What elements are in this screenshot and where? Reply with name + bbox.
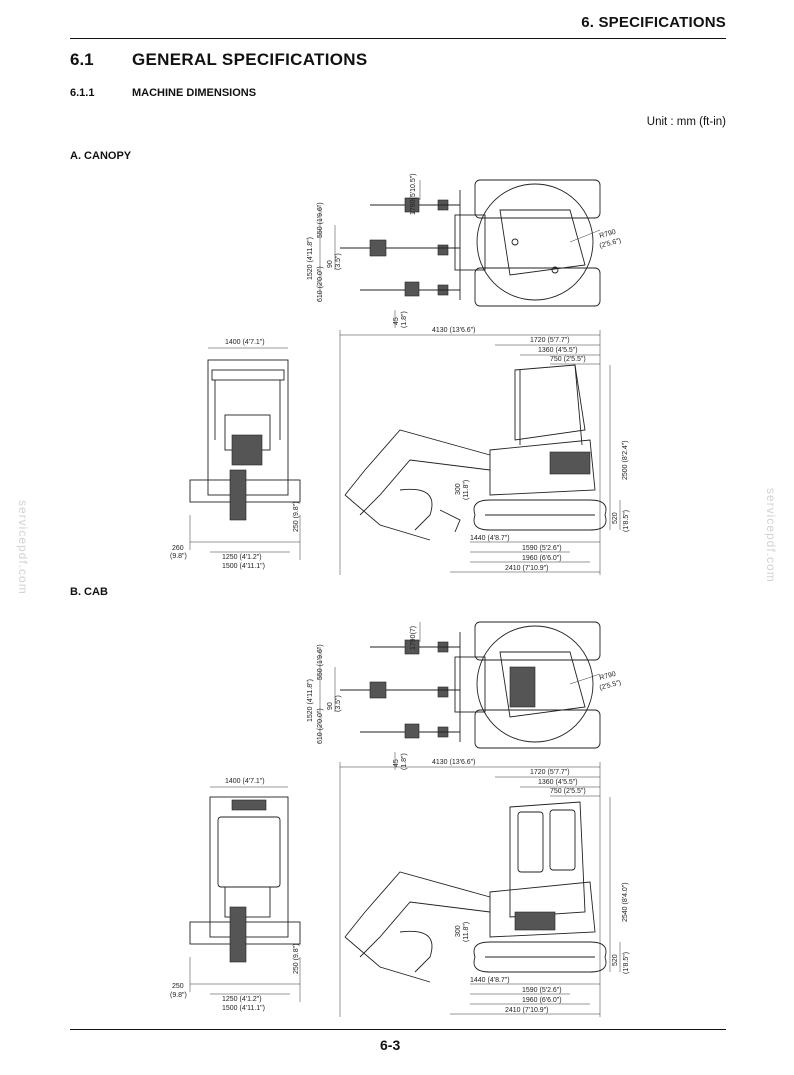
cab-dim-1-8: (1.8") xyxy=(401,753,408,770)
section-title: GENERAL SPECIFICATIONS xyxy=(132,50,368,69)
footer-rule xyxy=(70,1029,726,1030)
canopy-label: A. CANOPY xyxy=(70,150,132,162)
cab-drawing: 1790(7) 550 (1'9.6") 1520 (4'11.8") 610 … xyxy=(170,621,630,1017)
cab-side-view xyxy=(339,762,621,1017)
section-number: 6.1 xyxy=(70,50,94,69)
cab-dim-1960: 1960 (6'6.0") xyxy=(522,997,562,1004)
canopy-dim-610: 610 (2'0.0") xyxy=(317,266,324,302)
watermark-right: servicepdf.com xyxy=(764,488,778,583)
canopy-side-view xyxy=(339,330,621,575)
canopy-dim-90: 90 xyxy=(327,260,334,268)
canopy-dim-11-8: (11.8") xyxy=(463,480,470,500)
cab-dim-11-8: (11.8") xyxy=(463,922,470,942)
cab-dim-1-8-5: (1'8.5") xyxy=(623,952,630,974)
cab-dim-r790: R790 xyxy=(599,671,617,682)
cab-front-view xyxy=(189,786,301,1002)
cab-dim-1360: 1360 (4'5.5") xyxy=(538,779,578,786)
cab-dim-2410: 2410 (7'10.9") xyxy=(505,1007,549,1014)
cab-dim-90: 90 xyxy=(327,702,334,710)
cab-dim-550: 550 (1'9.6") xyxy=(317,644,324,680)
cab-dim-250b: 250 xyxy=(172,983,184,990)
canopy-dim-1-8-5: (1'8.5") xyxy=(623,510,630,532)
cab-dim-1720: 1720 (5'7.7") xyxy=(530,769,570,776)
cab-dim-1790: 1790(7) xyxy=(410,626,417,650)
canopy-dim-1790: 1790(5'10.5") xyxy=(410,173,417,215)
canopy-dim-1-8: (1.8") xyxy=(401,311,408,328)
cab-dim-520: 520 xyxy=(612,954,619,966)
cab-dim-1400: 1400 (4'7.1") xyxy=(225,778,265,785)
subsection-number: 6.1.1 xyxy=(70,87,95,99)
canopy-dim-260: 260 xyxy=(172,545,184,552)
cab-dim-4130: 4130 (13'6.6") xyxy=(432,759,476,766)
canopy-dim-1250: 1250 (4'1.2") xyxy=(222,554,262,561)
canopy-dim-1400: 1400 (4'7.1") xyxy=(225,339,265,346)
canopy-dim-300: 300 xyxy=(455,483,462,495)
cab-dim-250: 250 (9.8") xyxy=(293,943,300,974)
cab-dim-3-5: (3.5") xyxy=(335,695,342,712)
cab-dim-1520: 1520 (4'11.8") xyxy=(307,679,314,722)
canopy-dim-1720: 1720 (5'7.7") xyxy=(530,337,570,344)
canopy-dim-1360: 1360 (4'5.5") xyxy=(538,347,578,354)
cab-dim-1500: 1500 (4'11.1") xyxy=(222,1005,265,1012)
cab-dim-1590: 1590 (5'2.6") xyxy=(522,987,562,994)
canopy-dim-1500: 1500 (4'11.1") xyxy=(222,563,265,570)
canopy-dim-45: 45 xyxy=(393,317,400,325)
canopy-dim-r790: R790 xyxy=(599,229,617,240)
canopy-dim-2410: 2410 (7'10.9") xyxy=(505,565,549,572)
canopy-dim-4130: 4130 (13'6.6") xyxy=(432,327,476,334)
cab-dim-750: 750 (2'5.5") xyxy=(550,788,586,795)
canopy-dim-3-5: (3.5") xyxy=(335,253,342,270)
canopy-dim-2500: 2500 (8'2.4") xyxy=(622,440,629,480)
cab-dim-1250: 1250 (4'1.2") xyxy=(222,996,262,1003)
header-rule xyxy=(70,38,726,39)
canopy-drawing: 1790(5'10.5") 550 (1'9.6") 1520 (4'11.8"… xyxy=(170,173,630,575)
cab-dim-300: 300 xyxy=(455,925,462,937)
page-number: 6-3 xyxy=(380,1037,401,1053)
cab-top-view xyxy=(319,621,601,770)
cab-dim-45: 45 xyxy=(393,759,400,767)
canopy-top-view xyxy=(319,179,601,328)
canopy-dim-1440: 1440 (4'8.7") xyxy=(470,535,510,542)
canopy-dim-1520: 1520 (4'11.8") xyxy=(307,237,314,280)
cab-label: B. CAB xyxy=(70,586,108,598)
canopy-dim-550: 550 (1'9.6") xyxy=(317,202,324,238)
cab-dim-2540: 2540 (8'4.0") xyxy=(622,882,629,922)
subsection-title: MACHINE DIMENSIONS xyxy=(132,87,257,99)
canopy-dim-520: 520 xyxy=(612,512,619,524)
cab-dim-9-8: (9.8") xyxy=(170,992,187,999)
canopy-front-view xyxy=(189,347,301,560)
cab-dim-1440: 1440 (4'8.7") xyxy=(470,977,510,984)
canopy-dim-1960: 1960 (6'6.0") xyxy=(522,555,562,562)
watermark-left: servicepdf.com xyxy=(16,500,30,595)
canopy-dim-250: 250 (9.8") xyxy=(293,501,300,532)
canopy-dim-1590: 1590 (5'2.6") xyxy=(522,545,562,552)
cab-dim-610: 610 (2'0.0") xyxy=(317,708,324,744)
canopy-dim-9-8: (9.8") xyxy=(170,553,187,560)
unit-note: Unit : mm (ft-in) xyxy=(646,116,726,128)
chapter-title: 6. SPECIFICATIONS xyxy=(581,14,726,31)
canopy-dim-750: 750 (2'5.5") xyxy=(550,356,586,363)
